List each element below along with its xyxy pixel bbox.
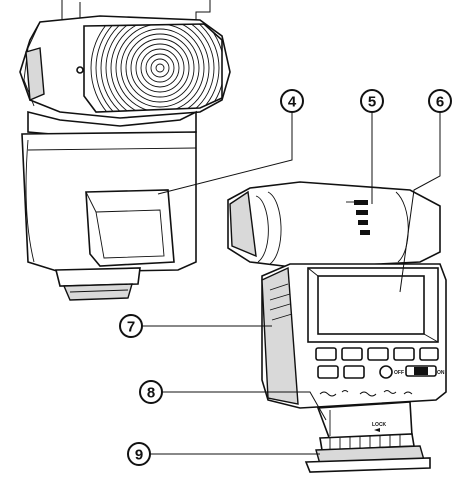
control-button[interactable]	[317, 365, 339, 379]
lock-label: LOCK	[372, 422, 387, 428]
control-buttons-row-1	[315, 347, 439, 361]
test-button[interactable]	[379, 365, 393, 379]
bounce-angle-scale	[346, 200, 370, 235]
switch-on-label: ON	[437, 370, 445, 376]
leader-6	[399, 112, 441, 293]
sensor-window-inner	[95, 209, 165, 259]
callout-7: 7	[119, 314, 143, 338]
power-switch-knob[interactable]	[414, 367, 428, 375]
rear-body-side	[261, 266, 299, 405]
body-left-contour	[25, 139, 35, 263]
callout-9-number: 9	[135, 447, 143, 464]
rear-head-cap-2	[267, 191, 282, 265]
front-flash-unit	[19, 0, 231, 301]
lcd-screen	[317, 275, 425, 335]
callout-4-number: 4	[288, 94, 297, 111]
rear-flash-unit: OFF ON LOCK	[227, 181, 447, 473]
front-hot-shoe	[62, 283, 133, 301]
control-button[interactable]	[315, 347, 337, 361]
callout-8: 8	[139, 380, 163, 404]
callout-8-number: 8	[147, 385, 155, 402]
sensor-window	[85, 189, 175, 267]
control-buttons-row-2: OFF ON	[317, 365, 445, 379]
leader-8	[162, 391, 327, 421]
callout-5: 5	[360, 89, 384, 113]
callout-6-number: 6	[436, 94, 444, 111]
callout-4: 4	[280, 89, 304, 113]
control-button[interactable]	[343, 365, 365, 379]
lock-ring-knurl	[329, 435, 401, 450]
bottom-markings	[319, 390, 413, 397]
control-button[interactable]	[367, 347, 389, 361]
fresnel-rings	[90, 24, 222, 112]
rear-body-ridge	[269, 283, 289, 291]
switch-off-label: OFF	[394, 370, 404, 376]
callout-7-number: 7	[127, 319, 135, 336]
rear-hot-shoe-plate	[304, 457, 431, 473]
leader-4	[157, 112, 293, 195]
head-indicator	[76, 66, 84, 74]
rear-head-right-contour	[395, 191, 409, 263]
control-button[interactable]	[341, 347, 363, 361]
fresnel-lens	[83, 23, 223, 113]
rear-head-cap	[255, 195, 269, 263]
rear-flash-head	[227, 181, 441, 269]
callout-5-number: 5	[368, 94, 376, 111]
control-button[interactable]	[393, 347, 415, 361]
callout-9: 9	[127, 442, 151, 466]
sensor-window-edge	[85, 191, 97, 213]
flash-head-side-panel	[25, 47, 45, 102]
rear-head-side-shading	[229, 190, 257, 258]
body-edge-line	[27, 147, 197, 151]
control-button[interactable]	[419, 347, 439, 361]
front-foot-base	[54, 267, 141, 287]
callout-6: 6	[428, 89, 452, 113]
lock-arrow-icon	[374, 428, 380, 432]
